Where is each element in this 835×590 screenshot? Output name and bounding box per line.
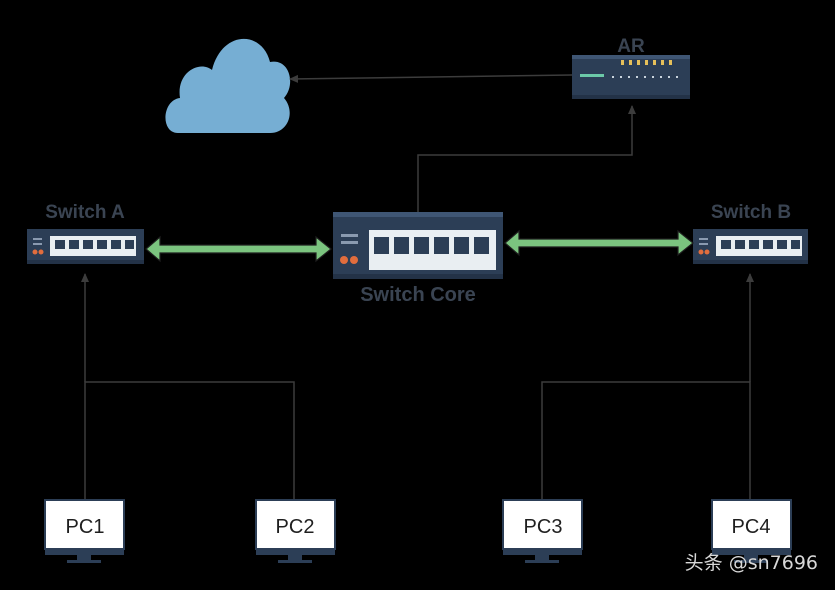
pc2-label: PC2 bbox=[276, 516, 315, 538]
switch-core-label: Switch Core bbox=[360, 284, 476, 306]
pc3-label: PC3 bbox=[524, 516, 563, 538]
pc-links-switch-a bbox=[81, 273, 295, 500]
trunk-link-a-core bbox=[145, 235, 332, 263]
core-to-ar-link bbox=[417, 105, 636, 212]
pc1-label: PC1 bbox=[66, 516, 105, 538]
switch-b-label: Switch B bbox=[711, 202, 791, 223]
switch-a-label: Switch A bbox=[45, 202, 125, 223]
pc4[interactable]: PC4 bbox=[711, 499, 792, 563]
ar-label: AR bbox=[617, 36, 645, 57]
ar-router[interactable] bbox=[572, 55, 690, 99]
pc1[interactable]: PC1 bbox=[44, 499, 125, 563]
pc-links-switch-b bbox=[541, 273, 754, 500]
switch-a[interactable] bbox=[27, 229, 144, 264]
ar-to-cloud-link bbox=[289, 74, 573, 83]
switch-b[interactable] bbox=[693, 229, 808, 264]
pc2[interactable]: PC2 bbox=[255, 499, 336, 563]
internet-cloud-icon bbox=[165, 38, 291, 134]
switch-core[interactable] bbox=[333, 212, 503, 279]
pc4-label: PC4 bbox=[732, 516, 771, 538]
pc3[interactable]: PC3 bbox=[502, 499, 583, 563]
trunk-link-core-b bbox=[504, 229, 694, 257]
watermark-text: 头条 @sn7696 bbox=[685, 552, 818, 574]
